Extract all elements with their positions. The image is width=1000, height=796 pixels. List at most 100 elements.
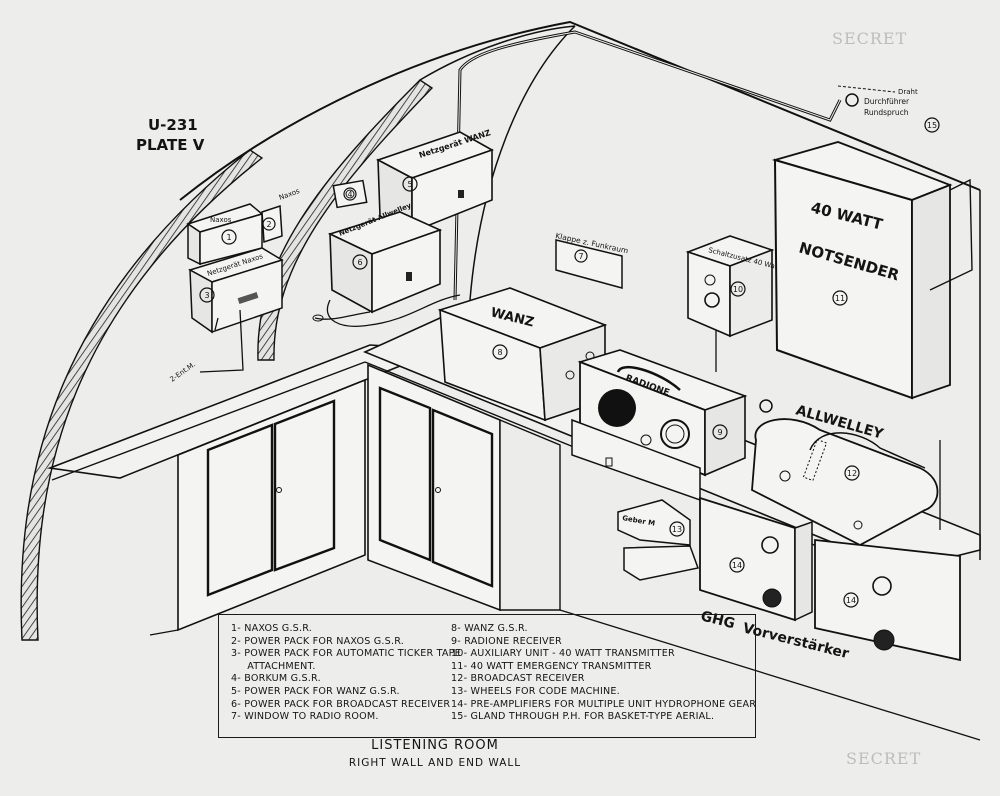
secret-bottom: SECRET: [846, 749, 921, 768]
code-wheels-lock: [605, 457, 613, 467]
transmitter-side: [911, 183, 951, 400]
cable-clip: [312, 314, 324, 322]
left-cabinet-knob: [276, 487, 282, 493]
num-12: 12: [847, 469, 857, 478]
wanz-pack-switch: [458, 190, 464, 198]
num-4: 4: [347, 190, 352, 199]
hull-frame-outer: [20, 149, 264, 641]
aerial-label-a: Durchführer: [864, 97, 910, 106]
preamp-2-meter: [872, 576, 892, 596]
aux-dial: [704, 292, 720, 308]
num-11: 11: [835, 294, 845, 303]
preamp-1-meter: [761, 536, 779, 554]
borkum-lead: [199, 309, 244, 373]
allwelley-pack-front: [371, 228, 441, 314]
legend-right-column: 8- WANZ G.S.R. 9- RADIONE RECEIVER 10- A…: [451, 623, 756, 724]
num-3: 3: [204, 291, 209, 300]
naxos-power-pack: [261, 204, 283, 244]
borkum-dial: [345, 189, 355, 199]
legend-item: 8- WANZ G.S.R.: [451, 623, 528, 634]
naxos-unit: [187, 222, 201, 266]
legend-item: 11- 40 WATT EMERGENCY TRANSMITTER: [451, 660, 652, 672]
left-cabinet-door-a: [206, 423, 274, 597]
end-wall-edge: [469, 25, 576, 301]
num-9: 9: [717, 428, 722, 437]
ceiling-cable-inner: [454, 31, 841, 301]
plate-label: PLATE V: [136, 136, 205, 154]
secret-top: SECRET: [832, 29, 907, 48]
num-7: 7: [578, 252, 583, 261]
radione-knob: [640, 434, 652, 446]
caption: LISTENING ROOM RIGHT WALL AND END WALL: [330, 738, 540, 769]
transmitter-cable: [929, 178, 973, 291]
num-14b: 14: [846, 596, 856, 605]
num-5: 5: [407, 180, 412, 189]
floor-line: [149, 609, 981, 741]
aerial-label-c: Draht: [898, 88, 918, 96]
aerial-label-b: Rundspruch: [864, 108, 909, 117]
borkum-lead-label: 2-Ent.M.: [169, 360, 197, 383]
legend: 1- NAXOS G.S.R. 2- POWER PACK FOR NAXOS …: [218, 614, 756, 738]
legend-item: 2- POWER PACK FOR NAXOS G.S.R.: [231, 635, 404, 647]
num-6: 6: [357, 258, 362, 267]
legend-item: 13- WHEELS FOR CODE MACHINE.: [451, 685, 620, 697]
preamp-1-dial: [762, 588, 782, 608]
preamp-2-dial: [873, 629, 895, 651]
item-numbers: [199, 117, 940, 608]
caption-title: LISTENING ROOM: [371, 738, 499, 753]
naxos-small-label: Naxos: [210, 216, 232, 224]
broadcast-receiver-scale: [802, 438, 828, 482]
broadcast-knob: [779, 470, 791, 482]
aux-knob-a: [704, 274, 716, 286]
radione-dial-inner: [665, 424, 685, 444]
shelf-edge: [51, 361, 366, 481]
broadcast-receiver-drum: [809, 432, 926, 469]
legend-item: 7- WINDOW TO RADIO ROOM.: [231, 711, 379, 723]
aerial-gland: [845, 93, 859, 107]
ticker-pack-meter: [237, 292, 259, 304]
broadcast-knob-b: [853, 520, 863, 530]
center-cabinet-door-a: [378, 386, 432, 562]
naxos-cable-label: Naxos: [278, 187, 301, 202]
hull-ceiling: [179, 20, 981, 201]
legend-item: 1- NAXOS G.S.R.: [231, 623, 313, 634]
center-cabinet-door-b: [431, 408, 494, 588]
left-cabinet-door-b: [273, 399, 336, 572]
num-8: 8: [497, 348, 502, 357]
pack-cables: [314, 294, 461, 327]
radio-room-window: [555, 239, 623, 289]
hull-ceiling-inner: [419, 25, 576, 81]
num-2: 2: [266, 220, 271, 229]
center-cabinet-knob: [435, 487, 441, 493]
legend-item: 9- RADIONE RECEIVER: [451, 635, 562, 647]
boat-number: U-231: [148, 116, 198, 134]
num-10: 10: [733, 285, 743, 294]
legend-item: 5- POWER PACK FOR WANZ G.S.R.: [231, 685, 400, 697]
legend-item: 3- POWER PACK FOR AUTOMATIC TICKER TAPE: [231, 648, 461, 660]
num-14a: 14: [732, 561, 742, 570]
num-13: 13: [672, 525, 682, 534]
caption-subtitle: RIGHT WALL AND END WALL: [348, 757, 522, 769]
legend-item: 14- PRE-AMPLIFIERS FOR MULTIPLE UNIT HYD…: [451, 698, 757, 710]
preamp-2: [814, 538, 961, 662]
broadcast-receiver-body: [751, 418, 939, 547]
broadcast-plug: [759, 399, 773, 413]
legend-item: 15- GLAND THROUGH P.H. FOR BASKET-TYPE A…: [451, 711, 715, 723]
legend-left-column: 1- NAXOS G.S.R. 2- POWER PACK FOR NAXOS …: [231, 623, 461, 724]
allwelley-pack-switch: [406, 272, 412, 281]
aerial-lead: [837, 85, 896, 93]
wanz-knob-a: [565, 370, 575, 380]
radione-side: [704, 394, 746, 477]
center-cabinet-side: [499, 418, 561, 611]
legend-item: 12- BROADCAST RECEIVER: [451, 673, 585, 685]
legend-item: 6- POWER PACK FOR BROADCAST RECEIVER: [231, 698, 451, 710]
legend-item: 4- BORKUM G.S.R.: [231, 673, 321, 685]
radione-handle: [616, 366, 681, 391]
gland-base: [623, 545, 700, 581]
radione-speaker: [598, 389, 636, 427]
legend-item: ATTACHMENT.: [231, 660, 316, 672]
radione-dial: [660, 419, 690, 449]
num-1: 1: [226, 233, 231, 242]
